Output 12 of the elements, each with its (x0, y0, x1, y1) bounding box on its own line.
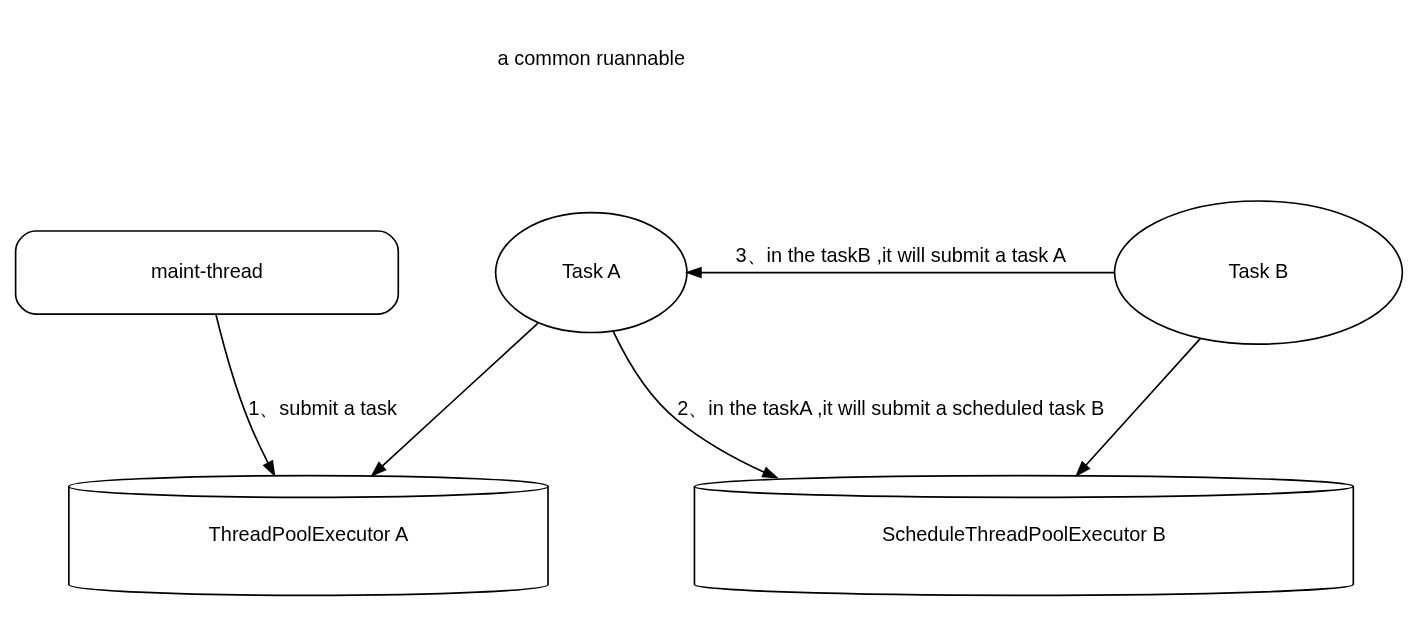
label: a common ruannable (497, 46, 686, 69)
node-box: maint-thread (14, 229, 400, 315)
edge-label: 3、in the taskB ,it will submit a task A (735, 243, 1067, 266)
edge-label: 2、in the taskA ,it will submit a scheduled task B (677, 396, 1105, 419)
arrow (612, 329, 779, 479)
arrow (370, 321, 539, 477)
node-ellipse: Task A (494, 211, 688, 333)
node-ellipse: Task B (1113, 199, 1404, 345)
edge-label: 1、submit a task (248, 396, 397, 419)
arrow (685, 266, 1116, 278)
arrow (215, 313, 276, 477)
arrow (1075, 337, 1202, 477)
